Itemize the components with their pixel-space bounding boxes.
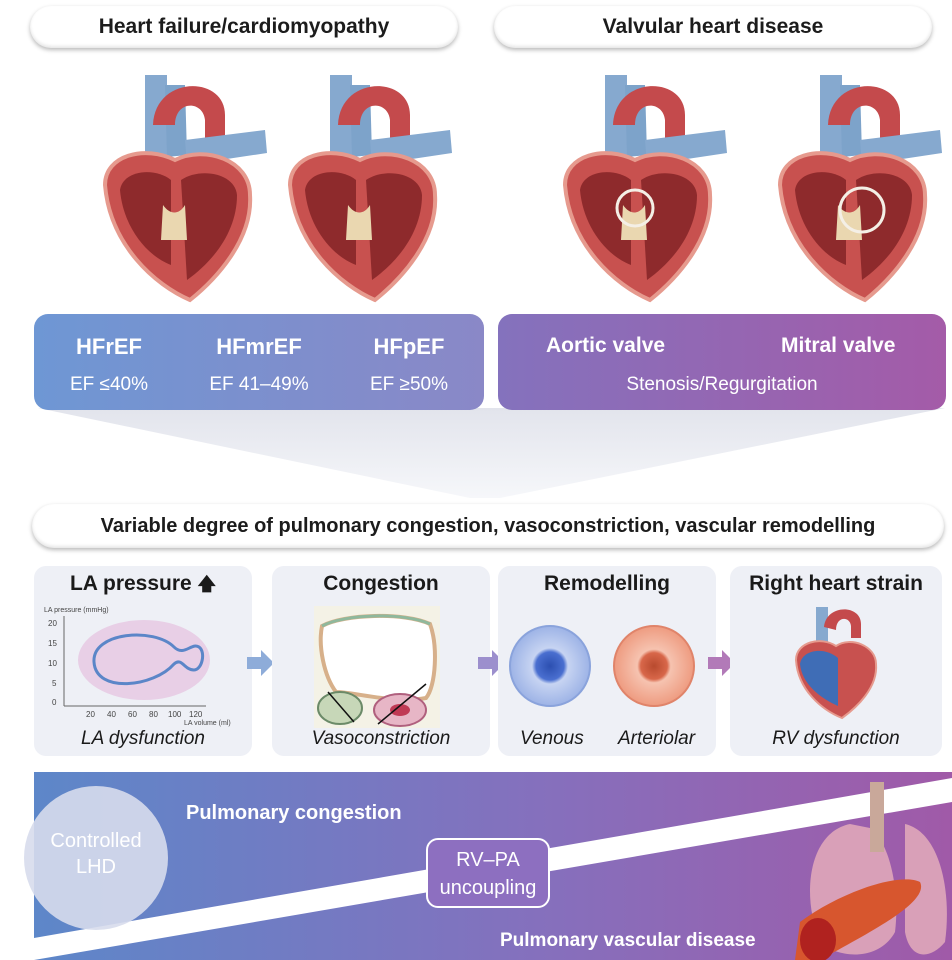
hf-type-ef: EF ≤40% xyxy=(69,374,148,395)
hf-type-band: HFrEF EF ≤40% HFmrEF EF 41–49% HFpEF EF … xyxy=(34,314,484,410)
arrow-icon xyxy=(708,650,735,676)
valvular-header: Valvular heart disease xyxy=(494,6,932,48)
rv-pa-uncoupling-box: RV–PA uncoupling xyxy=(426,838,550,908)
stage-right-heart-strain: Right heart strain RV dysfunction xyxy=(730,566,942,756)
congestion-title: Congestion xyxy=(323,572,439,595)
pv-loop-curve xyxy=(92,633,205,686)
stage-congestion: Congestion Vasoconstriction xyxy=(272,566,490,756)
congestion-illustration xyxy=(314,606,440,728)
venous-cross-section xyxy=(509,625,591,707)
pulmonary-vascular-disease-label: Pulmonary vascular disease xyxy=(500,930,756,951)
controlled-lhd-line2: LHD xyxy=(75,856,116,878)
pv-loop-plot: LA pressure (mmHg) 20 15 10 5 0 20 40 60… xyxy=(44,607,210,719)
stage-remodelling: Remodelling Venous Arteriolar xyxy=(498,566,716,756)
la-dysfunction-caption: LA dysfunction xyxy=(81,728,205,749)
rv-dysfunction-caption: RV dysfunction xyxy=(772,728,900,749)
pv-x-tick: 120 xyxy=(189,710,203,719)
pv-y-tick: 5 xyxy=(52,679,57,688)
pv-x-label: LA volume (ml) xyxy=(184,720,231,727)
hf-type-ef: EF ≥50% xyxy=(369,374,448,395)
controlled-lhd-circle xyxy=(24,786,168,930)
hf-type-name: HFrEF xyxy=(76,334,142,359)
remodelling-title: Remodelling xyxy=(543,572,670,595)
pv-y-label: LA pressure (mmHg) xyxy=(44,607,109,614)
venous-caption: Venous xyxy=(520,728,584,749)
hf-type-ef: EF 41–49% xyxy=(209,374,309,395)
pv-y-tick: 10 xyxy=(48,659,57,668)
up-arrow-icon: 🡅 xyxy=(197,574,217,594)
pv-y-tick: 15 xyxy=(48,639,57,648)
pv-x-tick: 20 xyxy=(86,710,95,719)
pv-x-tick: 60 xyxy=(128,710,137,719)
valvular-title: Valvular heart disease xyxy=(602,15,824,38)
pv-y-tick: 0 xyxy=(52,698,57,707)
stenosis-regurgitation-label: Stenosis/Regurgitation xyxy=(626,374,818,395)
heart-illustration-hfpef xyxy=(288,73,454,302)
la-pressure-title: LA pressure xyxy=(69,572,192,595)
vessel-cross-sections xyxy=(509,625,695,707)
lungs-illustration xyxy=(795,782,947,960)
pv-x-tick: 100 xyxy=(168,710,182,719)
stage-title: LA pressure 🡅 xyxy=(34,572,252,602)
rv-pa-line2: uncoupling xyxy=(439,877,537,899)
controlled-lhd-line1: Controlled xyxy=(50,830,142,852)
arrow-icon xyxy=(247,650,274,676)
vasoconstriction-caption: Vasoconstriction xyxy=(311,728,451,749)
rv-heart-illustration xyxy=(794,607,878,720)
mitral-valve-label: Mitral valve xyxy=(781,334,896,357)
heart-illustrations xyxy=(103,73,944,302)
pv-x-tick: 40 xyxy=(107,710,116,719)
pv-loop-shade xyxy=(78,620,210,700)
right-heart-strain-title: Right heart strain xyxy=(749,572,923,595)
heart-illustration-aortic xyxy=(563,73,729,302)
pv-y-tick: 20 xyxy=(48,619,57,628)
arteriolar-caption: Arteriolar xyxy=(618,728,696,749)
funnel-connector xyxy=(38,408,945,498)
aortic-valve-highlight xyxy=(615,188,655,228)
mitral-valve-highlight xyxy=(838,186,886,234)
heart-failure-title: Heart failure/cardiomyopathy xyxy=(98,15,390,38)
controlled-lhd-label: Controlled LHD xyxy=(34,828,158,880)
pv-x-tick: 80 xyxy=(149,710,158,719)
hf-type-name: HFmrEF xyxy=(216,334,302,359)
arteriolar-cross-section xyxy=(613,625,695,707)
pulmonary-congestion-label: Pulmonary congestion xyxy=(186,802,402,824)
pulmonary-banner: Variable degree of pulmonary congestion,… xyxy=(32,504,944,548)
stage-la-pressure: LA pressure 🡅 LA pressure (mmHg) 20 15 1… xyxy=(34,566,252,756)
valve-band: Aortic valve Mitral valve Stenosis/Regur… xyxy=(498,314,946,410)
hf-type-name: HFpEF xyxy=(373,334,445,359)
aortic-valve-label: Aortic valve xyxy=(546,334,666,357)
rv-pa-line1: RV–PA xyxy=(456,849,520,871)
pulmonary-banner-text: Variable degree of pulmonary congestion,… xyxy=(100,514,876,537)
heart-illustration-hfref xyxy=(103,73,269,302)
heart-failure-header: Heart failure/cardiomyopathy xyxy=(30,6,458,48)
